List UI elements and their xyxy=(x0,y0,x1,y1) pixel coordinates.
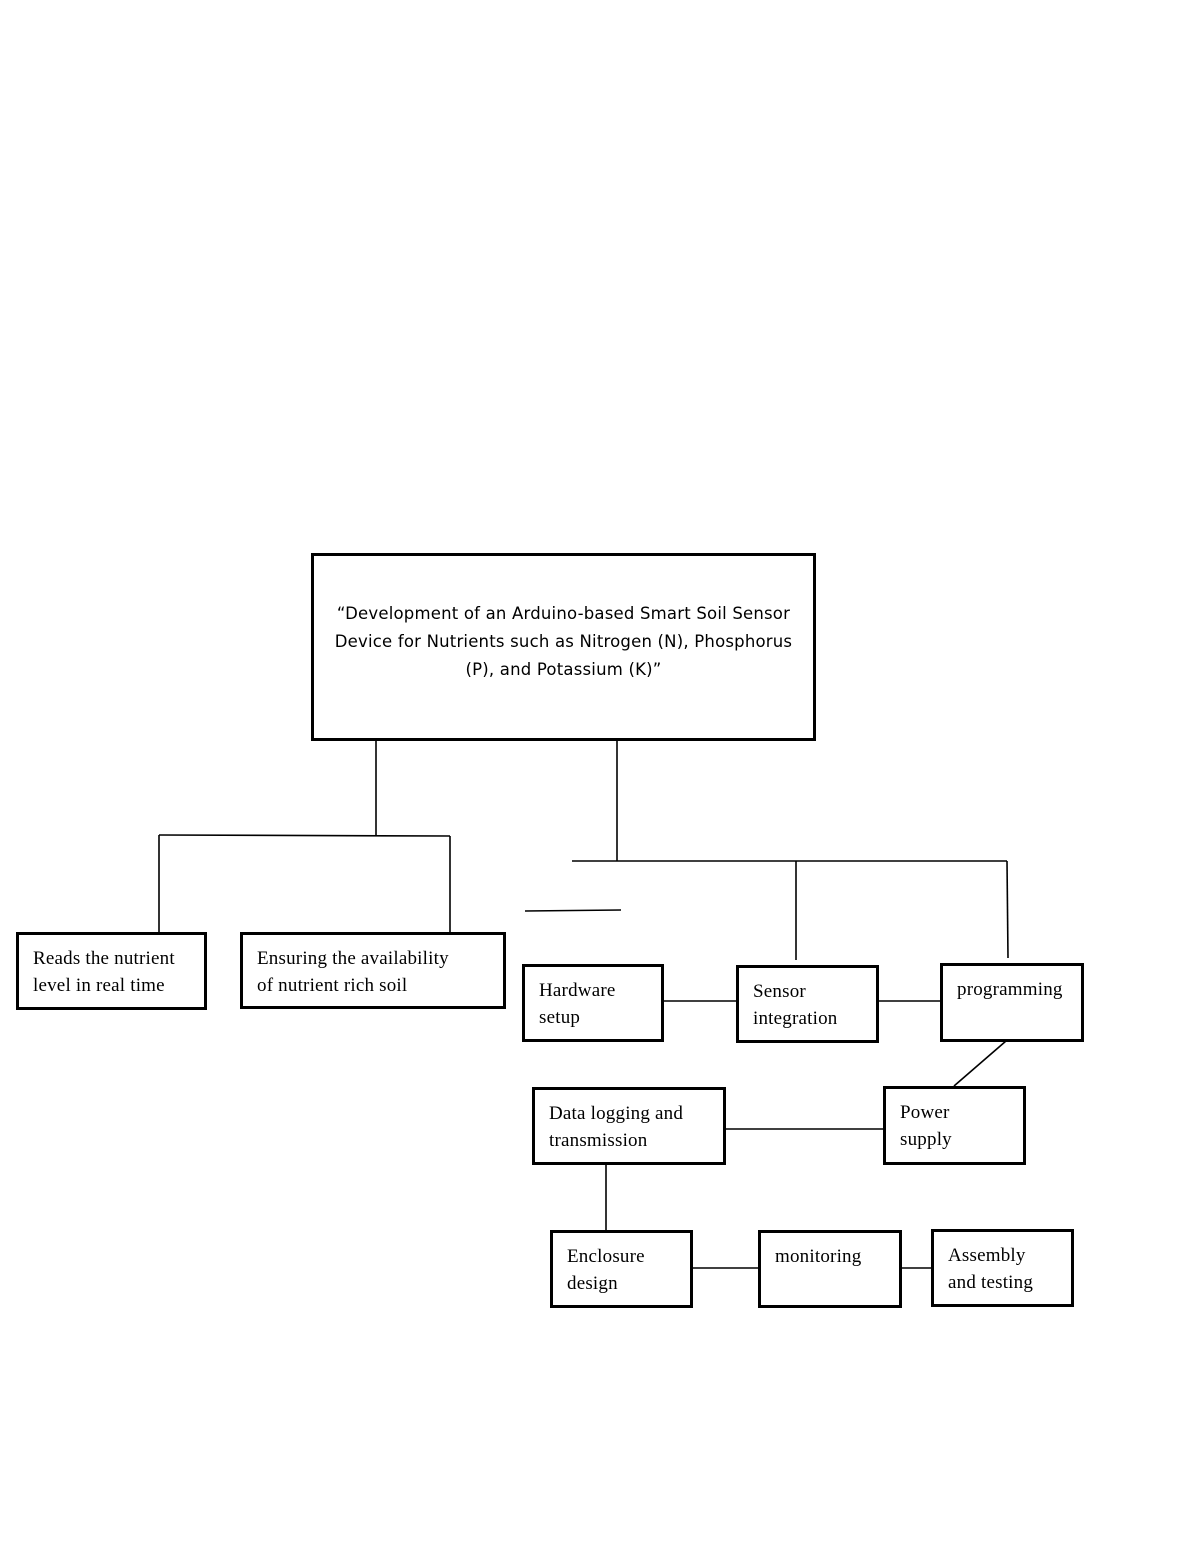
connector-programming-power xyxy=(953,1040,1007,1087)
reads-nutrient-box: Reads the nutrient level in real time xyxy=(16,932,207,1010)
power-supply-box: Power supply xyxy=(883,1086,1026,1165)
programming-box: programming xyxy=(940,963,1084,1042)
title-box: “Development of an Arduino-based Smart S… xyxy=(311,553,816,741)
stray-line xyxy=(524,909,622,912)
connector-left-horizontal xyxy=(158,834,451,837)
monitoring-box: monitoring xyxy=(758,1230,902,1308)
connector-to-programming-box xyxy=(1006,860,1009,959)
enclosure-design-box: Enclosure design xyxy=(550,1230,693,1308)
ensuring-availability-box: Ensuring the availability of nutrient ri… xyxy=(240,932,506,1009)
sensor-integration-box: Sensor integration xyxy=(736,965,879,1043)
data-logging-box: Data logging and transmission xyxy=(532,1087,726,1165)
assembly-testing-box: Assembly and testing xyxy=(931,1229,1074,1307)
hardware-setup-box: Hardware setup xyxy=(522,964,664,1042)
title-text: “Development of an Arduino-based Smart S… xyxy=(334,604,793,679)
